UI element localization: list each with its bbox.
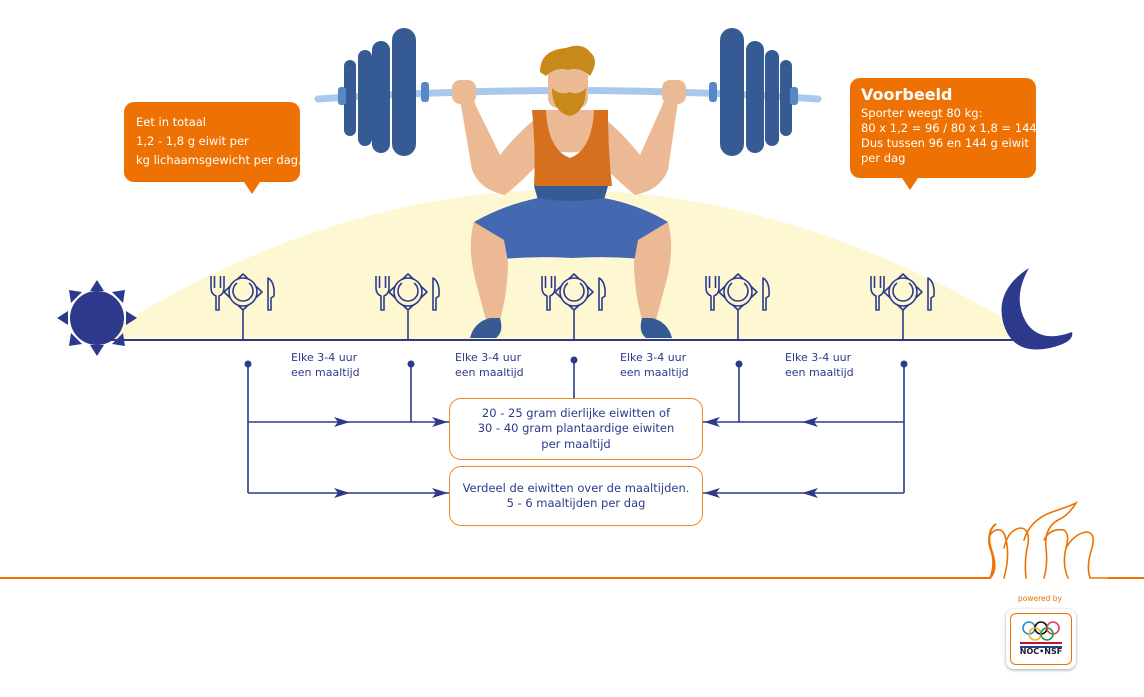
footer-line: [0, 523, 1144, 579]
connector-dots: [244, 356, 908, 368]
callout-line: Eet in totaal: [136, 115, 206, 129]
box-line: 20 - 25 gram dierlijke eiwitten of: [481, 405, 671, 420]
plate-cutlery-icon: [210, 273, 275, 340]
interval-label: Elke 3-4 uur een maaltijd: [620, 350, 689, 380]
interval-line: een maaltijd: [291, 366, 360, 379]
callout-line: per dag: [861, 151, 906, 165]
weightlifter-figure: [452, 45, 686, 338]
interval-line: Elke 3-4 uur: [620, 351, 687, 364]
interval-line: Elke 3-4 uur: [455, 351, 522, 364]
daylight-arc: [95, 190, 1040, 340]
box-line: 30 - 40 gram plantaardige eiwiten: [477, 421, 675, 436]
plate-cutlery-icon: [375, 273, 440, 340]
noc-nsf-text: NOC•NSF: [1019, 647, 1063, 656]
arrow-left-icon: [802, 488, 818, 498]
interval-label: Elke 3-4 uur een maaltijd: [455, 350, 524, 380]
protein-intake-callout: Eet in totaal 1,2 - 1,8 g eiwit per kg l…: [124, 102, 302, 194]
arrow-left-icon: [704, 488, 720, 498]
distribute-protein-box: Verdeel de eiwitten over de maaltijden. …: [449, 466, 703, 526]
interval-line: Elke 3-4 uur: [291, 351, 358, 364]
interval-label: Elke 3-4 uur een maaltijd: [785, 350, 854, 380]
flame-hands-logo: [988, 501, 1109, 579]
callout-line: Dus tussen 96 en 144 g eiwit: [861, 136, 1029, 150]
arrow-left-icon: [802, 417, 818, 427]
olympic-rings-icon: [1020, 621, 1062, 648]
callout-line: Sporter weegt 80 kg:: [861, 106, 983, 120]
interval-line: Elke 3-4 uur: [785, 351, 852, 364]
box-line: Verdeel de eiwitten over de maaltijden.: [462, 480, 690, 495]
noc-nsf-frame: [1010, 613, 1072, 665]
interval-label: Elke 3-4 uur een maaltijd: [291, 350, 360, 380]
barbell-plates-right: [709, 28, 798, 156]
callout-line: kg lichaamsgewicht per dag.: [136, 153, 302, 167]
interval-line: een maaltijd: [785, 366, 854, 379]
interval-line: een maaltijd: [455, 366, 524, 379]
protein-per-meal-box: 20 - 25 gram dierlijke eiwitten of 30 - …: [449, 398, 703, 460]
callout-line: 80 x 1,2 = 96 / 80 x 1,8 = 144: [861, 121, 1037, 135]
plate-cutlery-icon: [870, 273, 935, 340]
arrow-right-icon: [432, 417, 448, 427]
arrow-right-icon: [432, 488, 448, 498]
arrow-left-icon: [704, 417, 720, 427]
barbell-plates-left: [338, 28, 429, 156]
example-callout: Voorbeeld Sporter weegt 80 kg: 80 x 1,2 …: [850, 78, 1037, 190]
arrow-right-icon: [334, 417, 350, 427]
box-line: 5 - 6 maaltijden per dag: [506, 496, 646, 510]
moon-icon: [1001, 268, 1073, 350]
example-title: Voorbeeld: [861, 85, 953, 104]
callout-line: 1,2 - 1,8 g eiwit per: [136, 134, 249, 148]
plate-cutlery-icon: [705, 273, 770, 340]
powered-by-label: powered by: [1018, 594, 1062, 603]
noc-nsf-logo: NOC•NSF: [1006, 609, 1076, 669]
box-line: per maaltijd: [541, 436, 611, 451]
sun-icon: [57, 280, 137, 356]
plate-cutlery-icon: [541, 273, 606, 340]
interval-line: een maaltijd: [620, 366, 689, 379]
arrow-right-icon: [334, 488, 350, 498]
arrowheads: [334, 417, 818, 498]
